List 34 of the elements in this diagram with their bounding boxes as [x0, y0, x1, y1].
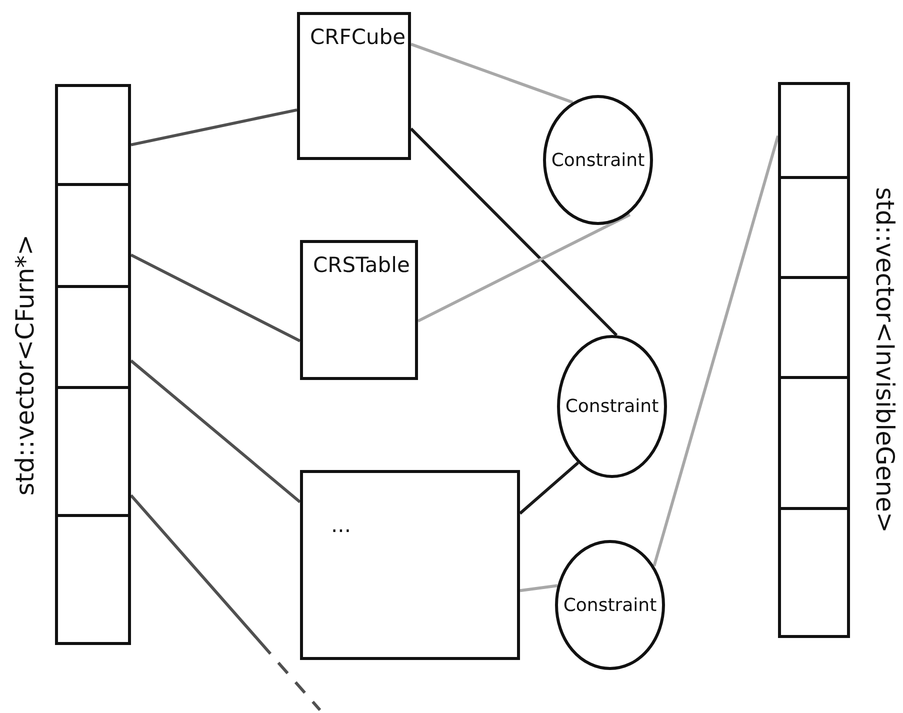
- connector-line: [410, 42, 574, 104]
- class-name: ...: [331, 513, 352, 537]
- class-box: [300, 240, 418, 380]
- vector-slot: [55, 285, 131, 389]
- vector-slot: [55, 386, 131, 517]
- connector-line: [519, 462, 580, 515]
- connector-line: [652, 135, 780, 567]
- connector-line: [130, 494, 322, 711]
- vector-label: std::vector<InvisibleGene>: [870, 187, 900, 533]
- vector-slot: [55, 84, 131, 186]
- connector-line: [130, 108, 298, 146]
- class-name: CRSTable: [313, 253, 410, 277]
- connector-line: [130, 254, 301, 342]
- constraint-ellipse: [555, 540, 665, 670]
- vector-slot: [55, 183, 131, 288]
- class-box: [300, 470, 520, 660]
- vector-slot: [55, 514, 131, 645]
- constraint-label: Constraint: [551, 150, 645, 170]
- connector-line: [410, 128, 618, 336]
- vector-slot: [778, 176, 850, 279]
- constraint-label: Constraint: [563, 594, 657, 616]
- connector-line: [130, 360, 301, 504]
- connector-line: [520, 584, 558, 592]
- class-name: CRFCube: [310, 25, 406, 49]
- vector-slot: [778, 376, 850, 510]
- vector-label: std::vector<CFurn*>: [10, 234, 40, 496]
- vector-slot: [778, 276, 850, 379]
- vector-slot: [778, 82, 850, 179]
- class-box: [297, 12, 411, 160]
- constraint-label: Constraint: [565, 396, 659, 417]
- constraint-ellipse: [543, 95, 653, 225]
- connector-line: [417, 213, 631, 322]
- constraint-ellipse: [557, 335, 667, 478]
- vector-slot: [778, 507, 850, 638]
